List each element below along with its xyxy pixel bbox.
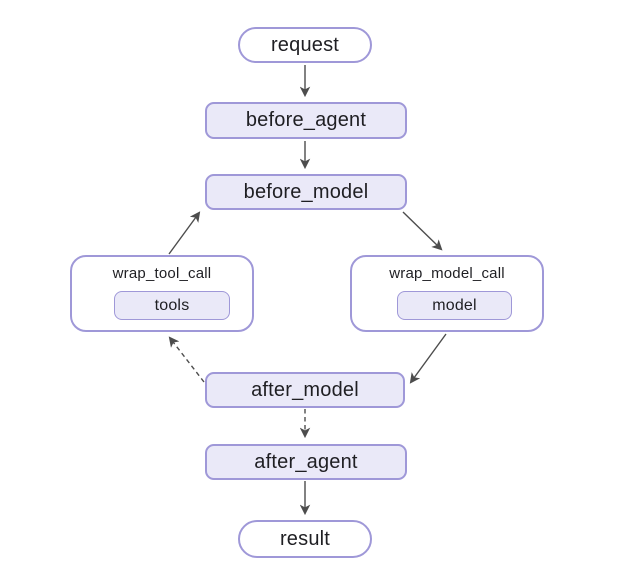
edge-before-model-to-wrap-model-call bbox=[402, 211, 443, 251]
node-result: result bbox=[238, 520, 372, 558]
node-before-agent: before_agent bbox=[205, 102, 407, 139]
node-tools: tools bbox=[114, 291, 230, 320]
node-model: model bbox=[397, 291, 512, 320]
wrap-model-call-label: wrap_model_call bbox=[389, 265, 505, 282]
node-wrap-tool-call: wrap_tool_call tools bbox=[70, 255, 254, 332]
wrap-tool-call-label: wrap_tool_call bbox=[112, 265, 212, 282]
node-after-agent: after_agent bbox=[205, 444, 407, 480]
edge-wrap-model-call-to-after-model bbox=[409, 333, 447, 384]
node-wrap-model-call: wrap_model_call model bbox=[350, 255, 544, 332]
edge-after-model-to-wrap-tool-call bbox=[168, 336, 205, 383]
node-before-model: before_model bbox=[205, 174, 407, 210]
node-request: request bbox=[238, 27, 372, 63]
edge-wrap-tool-call-to-before-model bbox=[168, 211, 201, 255]
node-after-model: after_model bbox=[205, 372, 405, 408]
